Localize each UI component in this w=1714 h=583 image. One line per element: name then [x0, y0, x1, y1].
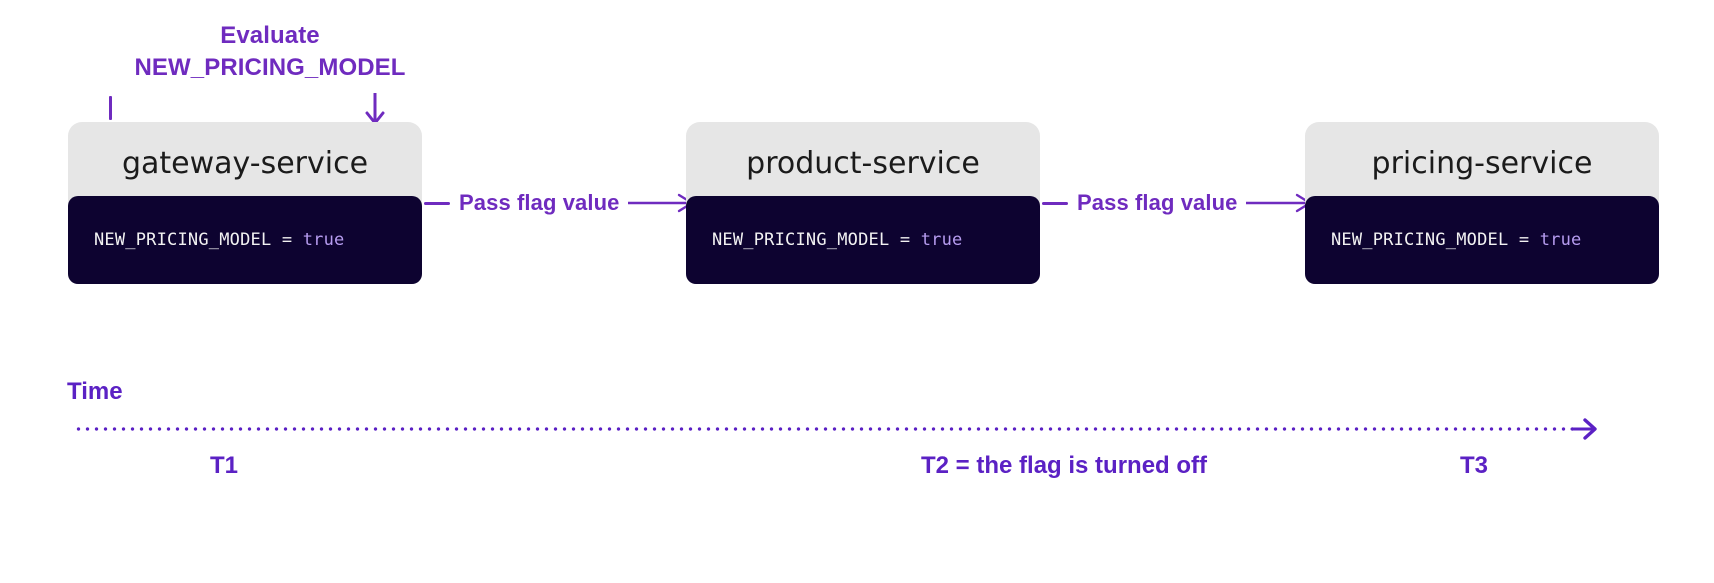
- timeline-axis-label: Time: [67, 378, 123, 405]
- code-key: NEW_PRICING_MODEL =: [1331, 230, 1540, 250]
- evaluate-down-arrow-icon: [360, 91, 390, 125]
- code-line: NEW_PRICING_MODEL = true: [1331, 230, 1581, 250]
- service-card-gateway-service: gateway-service NEW_PRICING_MODEL = true: [68, 122, 422, 284]
- code-line: NEW_PRICING_MODEL = true: [712, 230, 962, 250]
- code-value: true: [1539, 230, 1582, 250]
- service-name-label: product-service: [686, 122, 1040, 204]
- code-value: true: [302, 230, 345, 250]
- service-code-block: NEW_PRICING_MODEL = true: [1305, 196, 1659, 284]
- evaluate-annotation: Evaluate NEW_PRICING_MODEL: [60, 20, 480, 84]
- service-name-label: gateway-service: [68, 122, 422, 204]
- connector-product-to-pricing: Pass flag value: [1042, 183, 1314, 223]
- evaluate-tick-marker: [109, 96, 112, 120]
- timeline-axis: [74, 415, 1634, 445]
- timeline-tick-t3: T3: [1460, 452, 1489, 479]
- timeline-tick-t2: T2 = the flag is turned off: [921, 452, 1208, 479]
- service-code-block: NEW_PRICING_MODEL = true: [686, 196, 1040, 284]
- service-card-product-service: product-service NEW_PRICING_MODEL = true: [686, 122, 1040, 284]
- connector-label: Pass flag value: [459, 190, 620, 215]
- code-key: NEW_PRICING_MODEL =: [94, 230, 303, 250]
- service-code-block: NEW_PRICING_MODEL = true: [68, 196, 422, 284]
- service-card-pricing-service: pricing-service NEW_PRICING_MODEL = true: [1305, 122, 1659, 284]
- service-name-label: pricing-service: [1305, 122, 1659, 204]
- timeline-arrow-icon: [1570, 415, 1602, 445]
- connector-label: Pass flag value: [1077, 190, 1238, 215]
- connector-gateway-to-product: Pass flag value: [424, 183, 696, 223]
- code-key: NEW_PRICING_MODEL =: [712, 230, 921, 250]
- connector-dash: [424, 201, 450, 205]
- code-line: NEW_PRICING_MODEL = true: [94, 230, 344, 250]
- timeline-tick-t1: T1: [210, 452, 239, 479]
- code-value: true: [920, 230, 963, 250]
- timeline-dotted-line: [74, 427, 1574, 431]
- evaluate-annotation-line2: NEW_PRICING_MODEL: [134, 53, 406, 81]
- connector-dash: [1042, 201, 1068, 205]
- evaluate-annotation-line1: Evaluate: [220, 22, 320, 49]
